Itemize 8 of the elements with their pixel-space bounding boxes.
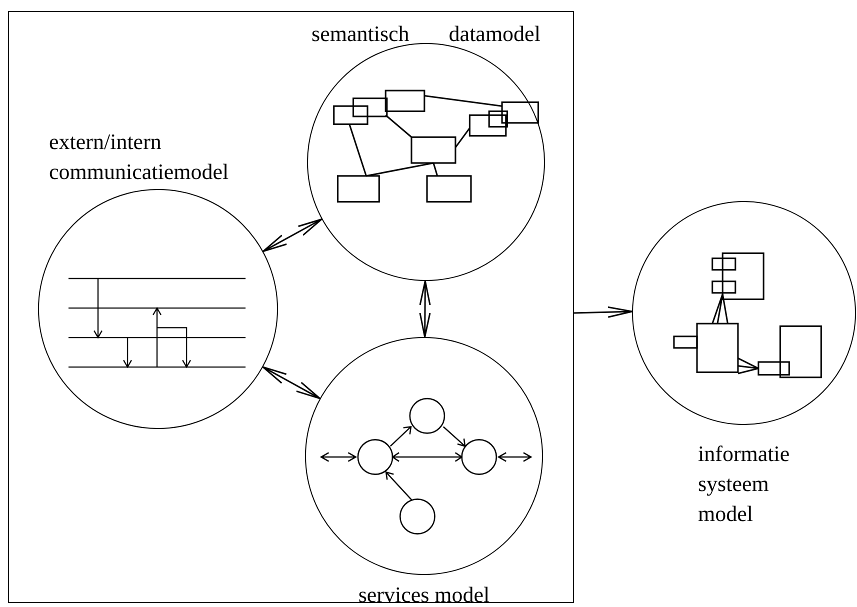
arrow [262,366,321,400]
arrow [419,280,431,338]
node-label: services model [357,581,491,607]
node-label: informatie systeem model [698,440,791,528]
arrow [574,306,633,318]
node-label: semantisch datamodel [310,20,542,48]
arrow [262,218,322,252]
node-label: extern/intern communicatiemodel [49,128,230,186]
